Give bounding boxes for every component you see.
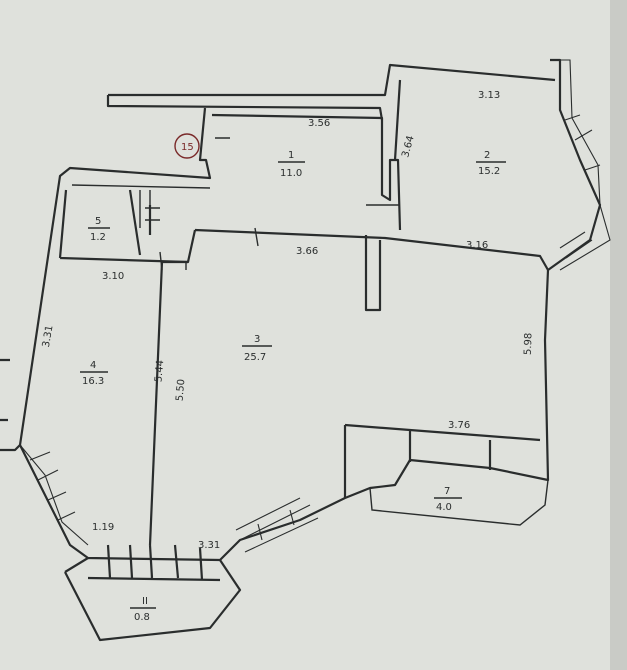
room-ii-area: 0.8: [134, 612, 150, 623]
room-2-label: 2 15.2: [476, 150, 506, 177]
balcony-7: [369, 479, 549, 526]
room-5-number: 5: [95, 216, 101, 227]
column-wall: [364, 235, 382, 312]
room-5-label: 5 1.2: [88, 216, 110, 243]
dim-3-31: 3.31: [41, 324, 56, 348]
top-corridor-wall: [106, 63, 556, 121]
dim-1-19: 1.19: [92, 522, 114, 533]
inner-wall-room4: [58, 189, 189, 264]
balcony-wall: [343, 423, 541, 498]
dim-5-98: 5.98: [523, 333, 535, 356]
dim-5-50: 5.50: [174, 379, 187, 402]
lower-window: [235, 497, 319, 553]
left-edge-wall: [0, 358, 21, 452]
room-ii-label: II 0.8: [130, 596, 156, 623]
dim-3-76: 3.76: [448, 420, 470, 431]
left-bay-window: [19, 444, 89, 546]
dim-3-66: 3.66: [296, 246, 318, 257]
outer-wall: [18, 58, 602, 562]
room-7-number: 7: [444, 486, 450, 497]
room-3-area: 25.7: [244, 352, 266, 363]
dim-3-10: 3.10: [102, 271, 124, 282]
room-4-label: 4 16.3: [80, 360, 108, 387]
paper-shadow: [610, 0, 627, 670]
stamp-circle: [174, 133, 200, 159]
dim-3-56: 3.56: [308, 118, 330, 129]
right-bay-window: [550, 59, 611, 271]
room-4-number: 4: [90, 360, 96, 371]
room-7-area: 4.0: [436, 502, 452, 513]
room-1-area: 11.0: [280, 168, 302, 179]
dim-3-13: 3.13: [478, 90, 500, 101]
room-3-label: 3 25.7: [242, 334, 272, 363]
room-5-area: 1.2: [90, 232, 106, 243]
room-3-number: 3: [254, 334, 260, 345]
inner-wall-room5: [71, 184, 211, 228]
dim-3-31-bottom: 3.31: [198, 540, 220, 551]
room-1-number: 1: [288, 150, 294, 161]
dim-3-16: 3.16: [466, 240, 488, 251]
room-1-label: 1 11.0: [278, 150, 305, 179]
room-4-area: 16.3: [82, 376, 104, 387]
stamp-number: 15: [181, 142, 194, 153]
room-7-label: 7 4.0: [434, 486, 462, 513]
door-ticks: [145, 137, 400, 271]
room-2-area: 15.2: [478, 166, 500, 177]
inner-wall-hall: [211, 79, 402, 231]
room-2-number: 2: [484, 150, 490, 161]
bottom-bay-wall: [64, 544, 242, 642]
dim-5-44: 5.44: [153, 360, 166, 383]
room-ii-number: II: [142, 596, 148, 607]
